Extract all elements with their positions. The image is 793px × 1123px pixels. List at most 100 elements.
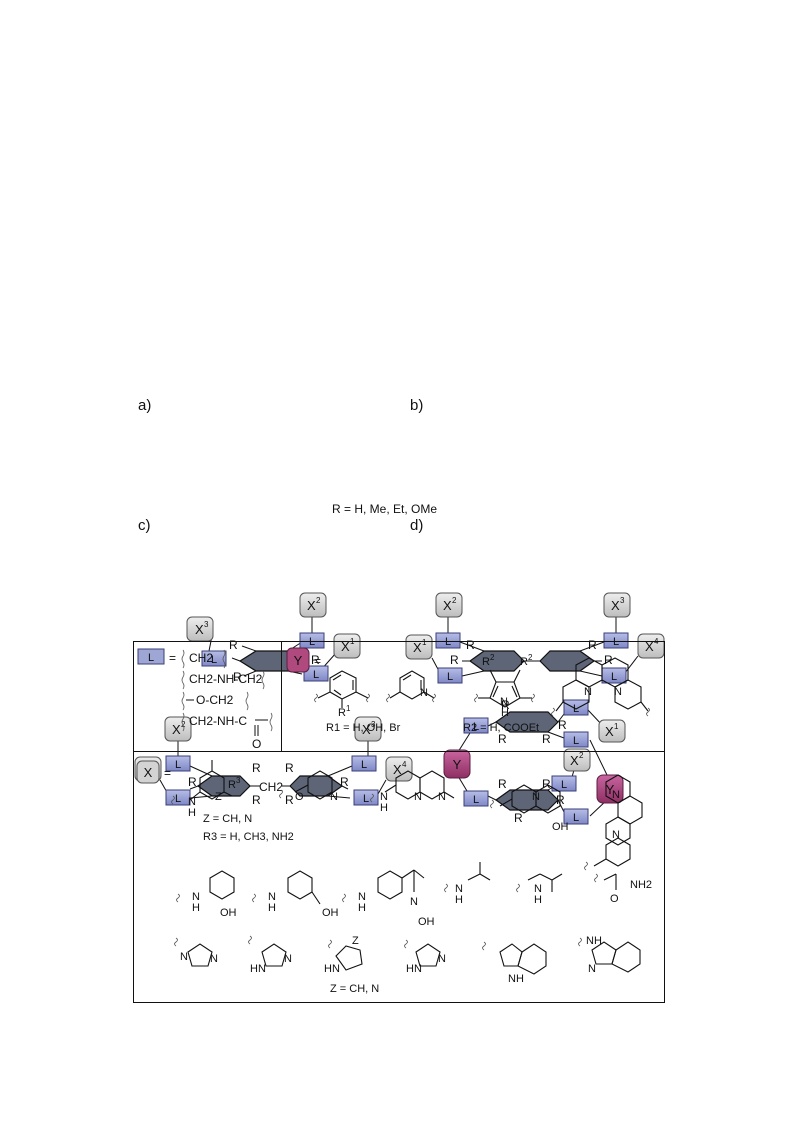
linker-label: L	[573, 812, 579, 824]
linker-label: L	[561, 779, 567, 791]
x-label: X	[341, 639, 350, 654]
linker-box	[351, 755, 377, 772]
x-legend-box	[133, 751, 665, 1003]
r-label: R	[542, 732, 551, 746]
group-box-x4	[385, 756, 413, 782]
equals-sign: =	[164, 766, 171, 780]
aminobenzyl-alcohol-structure-icon	[287, 870, 313, 900]
scaffold-c: L L L L X 2 X 3 X 1 X 4 R R R R R R CH2	[134, 716, 413, 807]
x-label: X	[195, 622, 204, 637]
linker-legend-icon: L	[148, 652, 154, 664]
oh-group: OH	[552, 821, 569, 833]
n-atom: N	[380, 791, 388, 803]
scaffold-b: L L L L X 2 X 3 X 1 X 4 R R R R	[405, 592, 665, 684]
n-atom: N	[438, 953, 446, 965]
linker-box	[603, 632, 629, 649]
linker-box	[299, 632, 325, 649]
r-label: R	[311, 653, 320, 667]
pyrazole-structure-icon	[187, 943, 213, 967]
r-label: R	[450, 653, 459, 667]
r-label: R	[588, 638, 597, 652]
h-atom: H	[455, 894, 463, 906]
n-atom: N	[584, 686, 592, 698]
o-atom: O	[610, 893, 619, 905]
imidazole-structure-icon	[261, 943, 287, 967]
x-sup: 3	[620, 596, 625, 605]
group-box-x2	[164, 716, 192, 742]
x-label: X	[172, 722, 181, 737]
n-atom: N	[410, 896, 418, 908]
group-box-x2	[563, 748, 591, 772]
oh-group: OH	[220, 907, 237, 919]
n-atom: N	[588, 963, 596, 975]
h-atom: H	[268, 902, 276, 914]
pyridine-structure-icon	[307, 770, 333, 800]
svg-text:3: 3	[236, 776, 241, 785]
x-sup: 2	[316, 596, 321, 605]
n-atom: N	[210, 953, 218, 965]
group-box-x3	[603, 592, 631, 618]
linker-box	[201, 650, 227, 667]
linker-label: L	[363, 793, 369, 805]
n-atom: N	[358, 891, 366, 903]
r3-label: R	[228, 779, 236, 791]
n-atom: N	[612, 789, 620, 801]
linker-box	[551, 775, 577, 792]
svg-text:1: 1	[346, 704, 351, 713]
group-box-x1	[598, 719, 626, 743]
linker-option: CH2	[189, 651, 213, 665]
oxime-structure-icon	[377, 870, 403, 900]
linker-label: L	[175, 759, 181, 771]
n-atom: N	[284, 953, 292, 965]
r-label: R	[188, 775, 197, 789]
scaffold-diagram: L L L X 3 X 2 X 1 R R R L L	[134, 592, 665, 825]
z-atom: Z	[352, 935, 359, 947]
x-label: X	[611, 598, 620, 613]
linker-label: L	[211, 654, 217, 666]
n-atom: N	[414, 791, 422, 803]
nh-group: NH	[508, 973, 524, 985]
x-sup: 4	[402, 760, 407, 769]
x-label: X	[413, 640, 422, 655]
r-label: R	[501, 698, 510, 712]
linker-box	[563, 808, 589, 825]
r-label: R	[233, 670, 242, 684]
r-label: R	[498, 732, 507, 746]
h-atom: H	[192, 902, 200, 914]
x-label: X	[443, 598, 452, 613]
r-label: R	[466, 638, 475, 652]
hn-group: HN	[250, 963, 266, 975]
n-atom: N	[180, 951, 188, 963]
group-box-x1	[333, 633, 361, 659]
x-legend-icon: X	[144, 765, 153, 780]
linker-box	[463, 790, 489, 807]
h-atom: H	[188, 807, 196, 819]
r-label: R	[285, 793, 294, 807]
linker-label: L	[573, 735, 579, 747]
y-legend-icon: Y	[294, 653, 303, 668]
n-atom: N	[420, 687, 428, 699]
x-label: X	[307, 598, 316, 613]
linker-option: CH2-NH-C	[189, 714, 247, 728]
oh-group: OH	[418, 916, 435, 928]
linker-label: L	[473, 794, 479, 806]
x-label: X	[393, 762, 402, 777]
svg-text:2: 2	[490, 653, 495, 662]
y-label: Y	[453, 757, 462, 772]
n-atom: N	[438, 791, 446, 803]
linker-label: L	[361, 759, 367, 771]
r-label: R	[252, 793, 261, 807]
n-atom: N	[330, 791, 338, 803]
panel-label-d: d)	[410, 517, 424, 534]
x-sup: 2	[181, 720, 186, 729]
h-atom: H	[380, 802, 388, 814]
group-box-x3	[354, 716, 382, 742]
linker-label: L	[313, 669, 319, 681]
r2-label: R	[482, 656, 490, 668]
x-sup: 3	[371, 720, 376, 729]
group-box-x2	[299, 592, 327, 618]
linker-box	[165, 755, 191, 772]
linker-option: O-CH2	[196, 693, 234, 707]
h-atom: H	[534, 894, 542, 906]
z-atom: Z	[215, 791, 222, 803]
